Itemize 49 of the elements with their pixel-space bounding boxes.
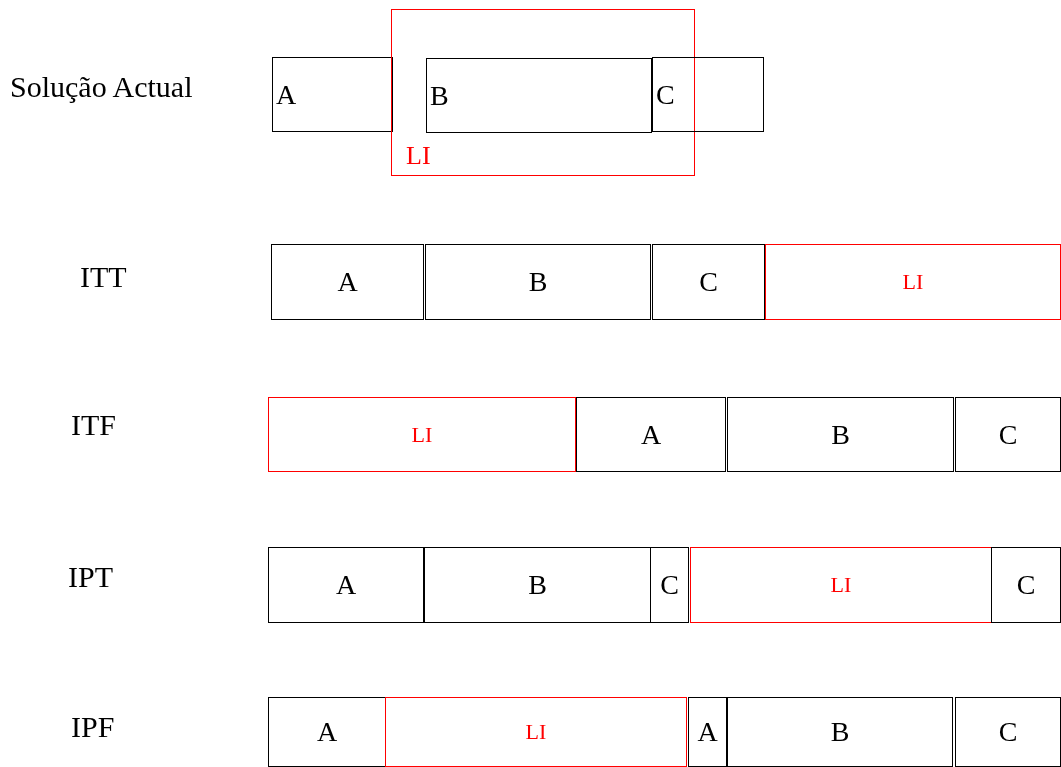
row-label: IPF bbox=[71, 712, 115, 742]
box-label: LI bbox=[902, 271, 924, 293]
box-label: A bbox=[640, 420, 662, 449]
block-box bbox=[727, 397, 954, 472]
block-box bbox=[652, 244, 765, 320]
block-box bbox=[268, 697, 386, 767]
row-label: IPT bbox=[68, 562, 113, 592]
block-box bbox=[650, 547, 689, 623]
block-box bbox=[652, 57, 764, 132]
block-box bbox=[576, 397, 726, 472]
box-label: LI bbox=[525, 721, 547, 743]
box-label: C bbox=[998, 420, 1018, 449]
block-box bbox=[955, 397, 1061, 472]
block-box bbox=[688, 697, 727, 767]
block-box bbox=[955, 697, 1061, 767]
box-label: C bbox=[699, 268, 718, 296]
interval-box bbox=[268, 397, 576, 472]
box-label: LI bbox=[406, 143, 431, 169]
interval-box bbox=[385, 697, 687, 767]
box-label: A bbox=[316, 718, 338, 746]
box-label: A bbox=[276, 80, 297, 109]
block-box bbox=[271, 244, 424, 320]
row-label: ITF bbox=[71, 410, 116, 440]
box-label: B bbox=[831, 420, 850, 449]
interval-box bbox=[765, 244, 1061, 320]
box-label: A bbox=[335, 571, 357, 599]
box-label: A bbox=[337, 268, 358, 296]
box-label: C bbox=[998, 718, 1018, 746]
box-label: B bbox=[430, 81, 449, 110]
box-label: C bbox=[656, 80, 675, 109]
box-label: B bbox=[528, 268, 548, 296]
box-label: C bbox=[1016, 571, 1036, 599]
box-label: A bbox=[697, 718, 718, 746]
interval-box bbox=[690, 547, 992, 623]
row-label: ITT bbox=[80, 262, 127, 292]
box-label: B bbox=[830, 718, 850, 746]
block-box bbox=[268, 547, 424, 623]
block-box bbox=[272, 57, 393, 132]
row-label: Solução Actual bbox=[10, 72, 193, 102]
block-box bbox=[991, 547, 1061, 623]
box-label: C bbox=[660, 571, 679, 599]
block-box bbox=[727, 697, 953, 767]
box-label: LI bbox=[411, 423, 433, 446]
block-box bbox=[426, 58, 652, 133]
block-box bbox=[424, 547, 651, 623]
interval-box bbox=[391, 9, 695, 176]
box-label: B bbox=[528, 571, 547, 599]
box-label: LI bbox=[830, 574, 852, 596]
block-box bbox=[425, 244, 651, 320]
